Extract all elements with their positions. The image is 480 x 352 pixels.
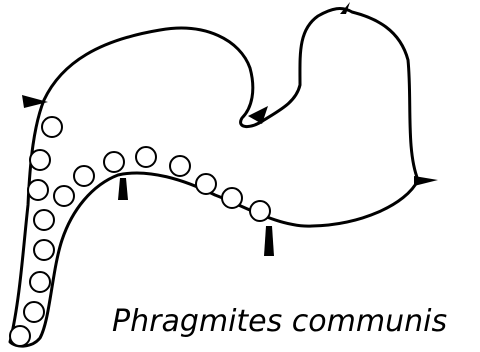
reed-ring — [74, 166, 94, 186]
reed-ring — [28, 180, 48, 200]
reed-ring — [222, 188, 242, 208]
reed-ring — [42, 117, 62, 137]
reed-ring — [250, 201, 270, 221]
reed-ring — [104, 152, 124, 172]
reed-ring — [24, 302, 44, 322]
species-caption: Phragmites communis — [112, 302, 447, 342]
reed-ring — [196, 174, 216, 194]
marker-lower-left — [118, 178, 128, 200]
reed-ring — [30, 272, 50, 292]
reed-ring — [30, 150, 50, 170]
marker-inlet — [248, 106, 268, 124]
marker-right — [414, 176, 438, 186]
reed-ring — [34, 210, 54, 230]
reed-ring — [10, 326, 30, 346]
marker-lower-right — [264, 226, 274, 256]
reed-ring — [34, 240, 54, 260]
reed-ring — [136, 147, 156, 167]
reed-ring — [170, 156, 190, 176]
marker-group — [22, 2, 438, 256]
reed-ring — [54, 186, 74, 206]
